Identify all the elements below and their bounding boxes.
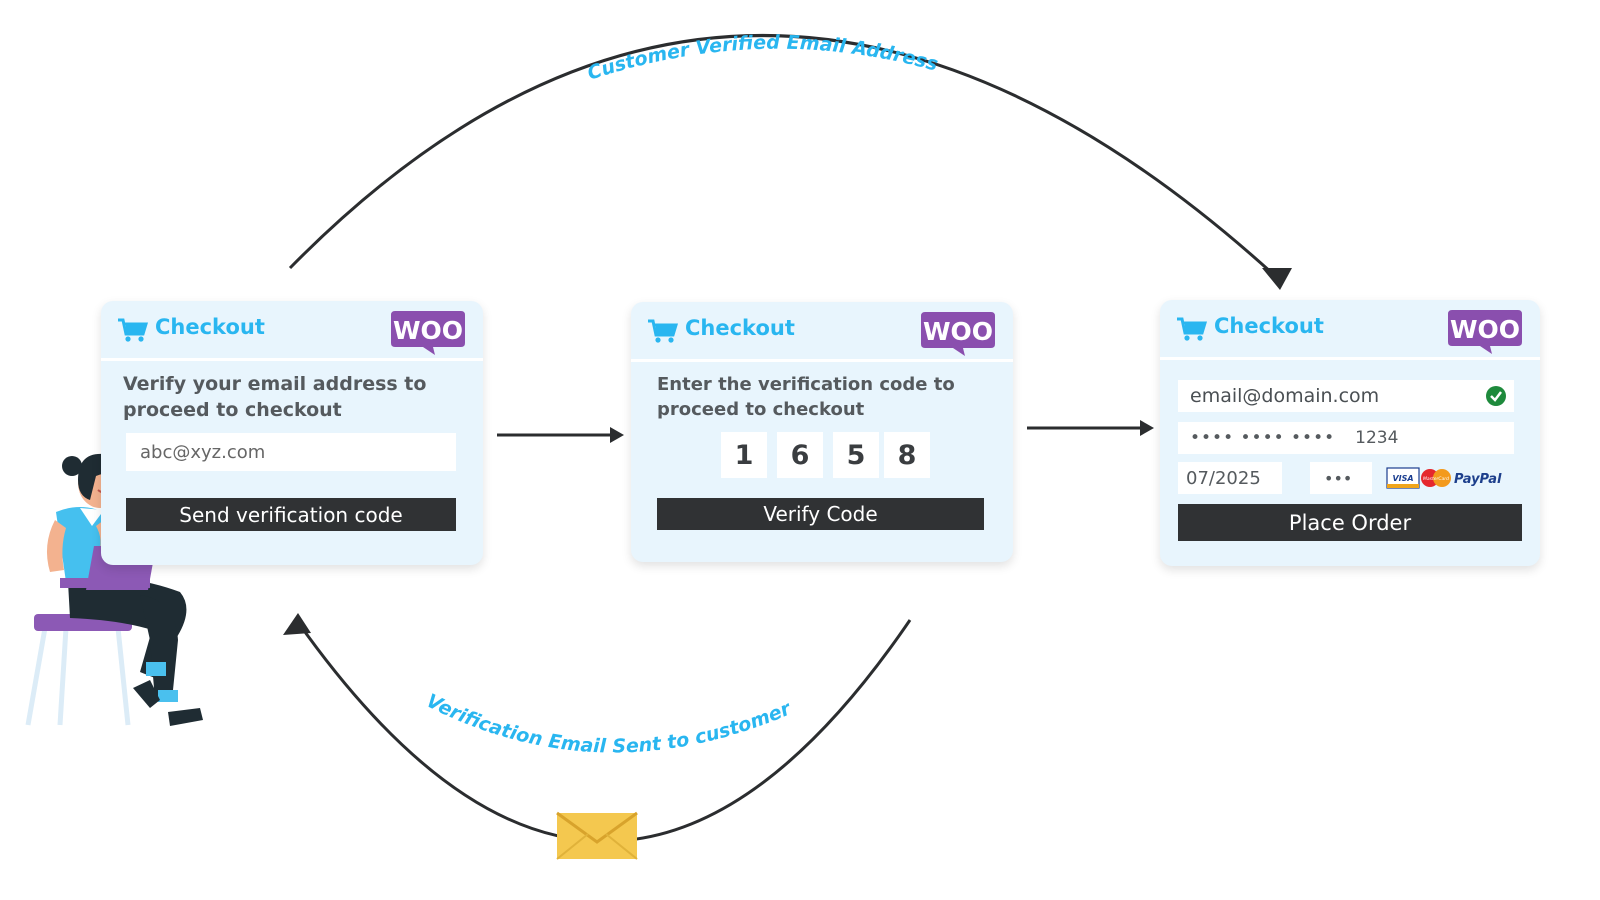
svg-text:VISA: VISA xyxy=(1392,474,1413,483)
checkout-title: Checkout xyxy=(1214,314,1324,338)
card-header: Checkout WOO xyxy=(631,302,1013,362)
woo-logo: WOO xyxy=(921,312,995,356)
bottom-flow-arrowhead xyxy=(283,613,311,635)
card-number-field[interactable]: •••• •••• •••• 1234 xyxy=(1178,422,1514,454)
visa-logo: VISA xyxy=(1386,467,1420,489)
mastercard-logo: MasterCard xyxy=(1421,469,1451,487)
verified-email-value: email@domain.com xyxy=(1190,385,1380,407)
svg-text:WOO: WOO xyxy=(393,316,463,345)
envelope-icon xyxy=(556,811,638,860)
verify-email-card: Checkout WOO Verify your email address t… xyxy=(101,301,483,565)
woo-logo: WOO xyxy=(1448,310,1522,354)
code-digit-1[interactable]: 1 xyxy=(721,432,767,478)
woo-logo: WOO xyxy=(391,311,465,355)
cart-icon xyxy=(118,318,149,342)
payment-methods-logos: VISA MasterCard PayPal xyxy=(1386,467,1502,489)
svg-text:MasterCard: MasterCard xyxy=(1423,476,1449,482)
code-digit-3[interactable]: 5 xyxy=(833,432,879,478)
svg-text:WOO: WOO xyxy=(1450,315,1520,344)
send-verification-code-button[interactable]: Send verification code xyxy=(126,498,456,531)
card-header: Checkout WOO xyxy=(101,301,483,361)
verify-code-button[interactable]: Verify Code xyxy=(657,498,984,530)
card-number-mask: •••• •••• •••• xyxy=(1190,428,1336,448)
bottom-arc-label: Verification Email Sent to customer xyxy=(423,690,796,758)
place-order-card: Checkout WOO email@domain.com •••• •••• … xyxy=(1160,300,1540,566)
checkout-title: Checkout xyxy=(685,316,795,340)
top-arc-label: Customer Verified Email Address xyxy=(585,32,940,85)
cvv-field[interactable]: ••• xyxy=(1310,462,1372,494)
instruction-text: Enter the verification code to proceed t… xyxy=(657,374,955,420)
paypal-logo: PayPal xyxy=(1454,472,1502,487)
instruction-text: Verify your email address to proceed to … xyxy=(123,373,427,421)
svg-text:WOO: WOO xyxy=(923,317,993,346)
expiry-field[interactable]: 07/2025 xyxy=(1178,462,1282,494)
card-header: Checkout WOO xyxy=(1160,300,1540,360)
checkout-title: Checkout xyxy=(155,315,265,339)
email-input[interactable]: abc@xyz.com xyxy=(126,433,456,471)
bottom-flow-arc xyxy=(298,619,912,843)
code-digit-4[interactable]: 8 xyxy=(884,432,930,478)
check-icon xyxy=(1486,386,1506,406)
place-order-button[interactable]: Place Order xyxy=(1178,504,1522,541)
arrow-step2-to-step3-head xyxy=(1140,420,1154,436)
svg-text:PayPal: PayPal xyxy=(1454,472,1502,487)
arrow-step1-to-step2-head xyxy=(610,427,624,443)
cart-icon xyxy=(1177,317,1208,341)
top-flow-arc xyxy=(288,34,1275,276)
card-last-four: 1234 xyxy=(1355,428,1399,448)
cart-icon xyxy=(648,319,679,343)
verify-code-card: Checkout WOO Enter the verification code… xyxy=(631,302,1013,562)
code-digit-2[interactable]: 6 xyxy=(777,432,823,478)
verified-email-field[interactable]: email@domain.com xyxy=(1178,380,1514,412)
top-flow-arrowhead xyxy=(1262,268,1292,290)
